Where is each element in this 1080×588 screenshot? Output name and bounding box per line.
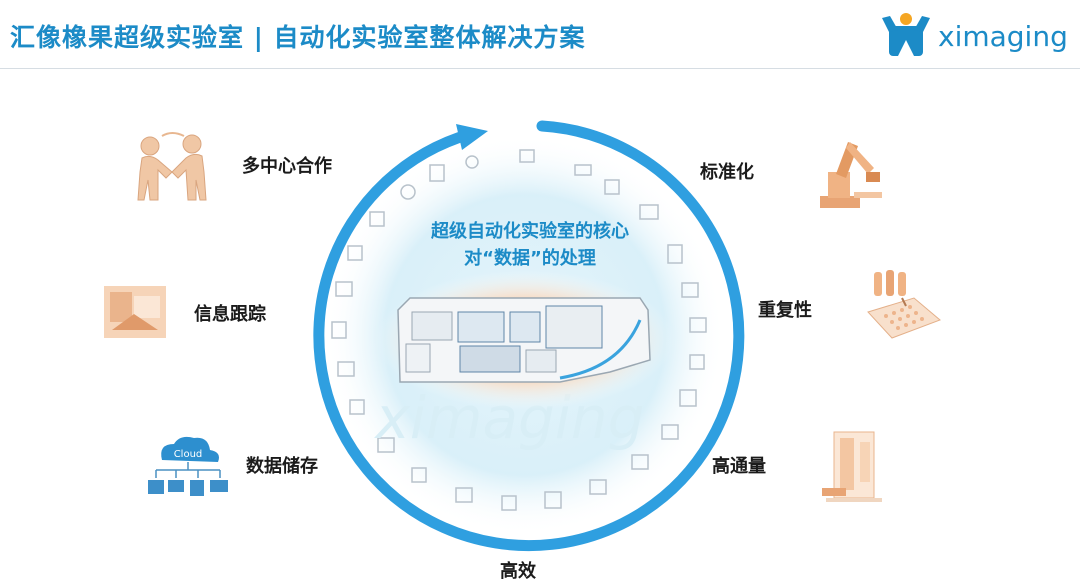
slide-header: 汇像橡果超级实验室 | 自动化实验室整体解决方案 ximaging xyxy=(0,0,1080,70)
label-info-tracking: 信息跟踪 xyxy=(194,304,266,325)
cycle-ring xyxy=(313,120,745,552)
core-line-2: 对“数据”的处理 xyxy=(464,248,596,269)
handshake-figures-icon xyxy=(137,132,207,201)
core-line-1: 超级自动化实验室的核心 xyxy=(431,221,629,242)
tube-and-plate-icon xyxy=(867,270,941,339)
lab-floorplan-icon xyxy=(397,297,651,383)
label-data-storage: 数据储存 xyxy=(246,456,318,477)
header-divider xyxy=(0,68,1080,69)
cloud-label: Cloud xyxy=(174,449,203,460)
core-message: 超级自动化实验室的核心 对“数据”的处理 xyxy=(400,218,660,272)
label-multicenter: 多中心合作 xyxy=(242,156,332,177)
ring-pictograms xyxy=(331,149,707,511)
cloud-network-icon: Cloud xyxy=(148,436,228,496)
logo-text: ximaging xyxy=(938,20,1068,53)
cycle-arrowhead xyxy=(456,124,488,150)
label-repeatability: 重复性 xyxy=(758,300,812,321)
label-efficiency: 高效 xyxy=(500,561,536,582)
robot-arm-icon xyxy=(820,142,882,208)
logo-figure-icon xyxy=(882,13,930,56)
slide-title: 汇像橡果超级实验室 | 自动化实验室整体解决方案 xyxy=(10,23,586,52)
storage-tower-icon xyxy=(822,431,882,502)
label-standardization: 标准化 xyxy=(700,162,754,183)
label-high-throughput: 高通量 xyxy=(712,456,766,477)
ximaging-logo: ximaging xyxy=(880,12,1075,60)
lab-tracking-photo-icon xyxy=(104,286,166,338)
